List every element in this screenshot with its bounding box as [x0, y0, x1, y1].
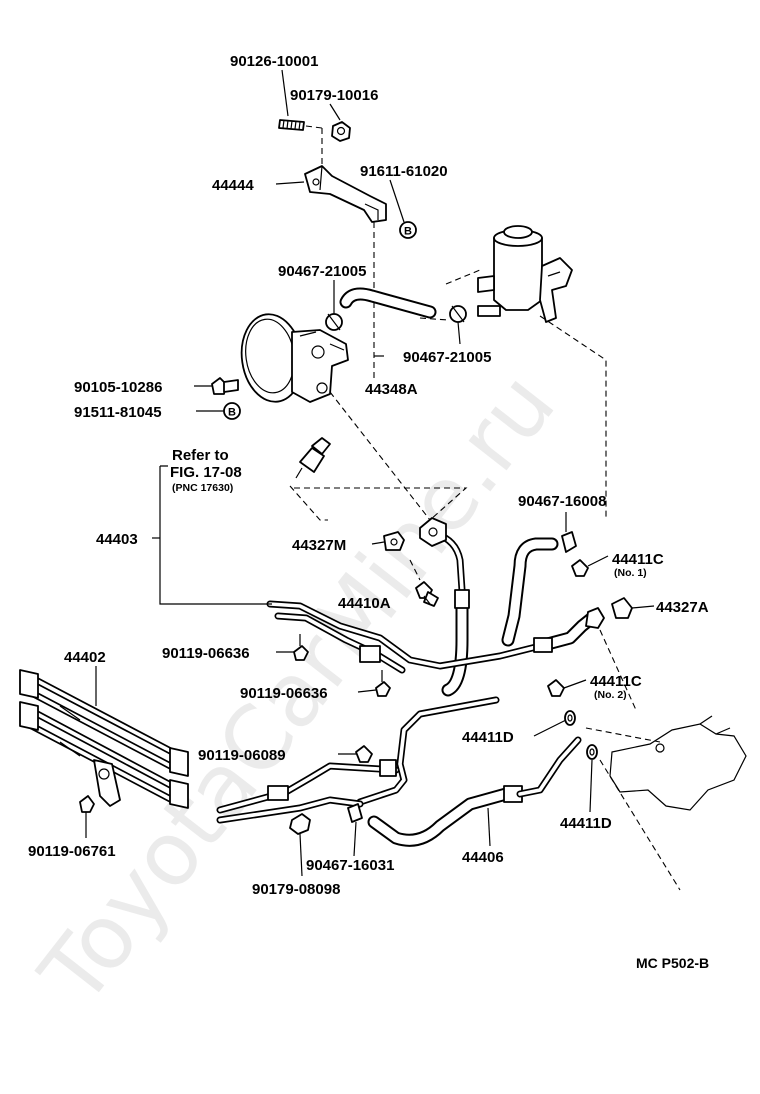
label-90119-06761: 90119-06761: [28, 843, 116, 860]
label-90119-06636-b: 90119-06636: [240, 685, 328, 702]
label-44403: 44403: [96, 531, 138, 548]
nut-icon: [289, 813, 311, 835]
steering-gear-housing-icon: [609, 715, 747, 811]
union-bolt-icon: [547, 679, 565, 697]
hose-clip-icon: [449, 305, 467, 323]
label-44411d-b: 44411D: [560, 815, 612, 832]
label-44411c-no2-note: (No. 2): [594, 689, 627, 701]
nut-icon: [331, 121, 351, 142]
bolt-icon: [355, 745, 373, 763]
label-44411c-no1-note: (No. 1): [614, 567, 647, 579]
label-44410a: 44410A: [338, 595, 391, 612]
label-90467-21005-a: 90467-21005: [278, 263, 366, 280]
label-44327a: 44327A: [656, 599, 709, 616]
label-90467-16031: 90467-16031: [306, 857, 394, 874]
hose-clip-icon: [325, 313, 343, 331]
label-91611-61020: 91611-61020: [360, 163, 448, 180]
union-fitting-icon: [585, 607, 605, 629]
return-hose-icon: [367, 736, 582, 847]
bracket-icon: [304, 165, 387, 223]
reference-line2: FIG. 17-08: [170, 464, 242, 481]
label-90179-10016: 90179-10016: [290, 87, 378, 104]
clamp-icon: [383, 531, 405, 551]
hose-clip-icon: [347, 803, 363, 823]
label-44411c-no1: 44411C: [612, 551, 664, 568]
union-fitting-icon: [419, 517, 447, 547]
pressure-hose-icon: [432, 530, 470, 697]
label-44348a: 44348A: [365, 381, 418, 398]
suction-hose-icon: [339, 287, 437, 319]
label-44444: 44444: [212, 177, 254, 194]
union-bolt-icon: [415, 581, 439, 607]
bolt-icon: [375, 670, 391, 697]
stud-bolt-icon: [278, 119, 305, 131]
reference-line3: (PNC 17630): [172, 482, 233, 494]
label-90105-10286: 90105-10286: [74, 379, 162, 396]
label-44402: 44402: [64, 649, 106, 666]
reference-line1: Refer to: [172, 447, 229, 464]
pressure-switch-icon: [295, 437, 331, 479]
label-44327m: 44327M: [292, 537, 346, 554]
diagram-code: MC P502-B: [636, 955, 709, 971]
label-90126-10001: 90126-10001: [230, 53, 318, 70]
marker-b-icon: B: [223, 402, 241, 420]
hose-clip-icon: [561, 531, 577, 553]
label-44411c-no2: 44411C: [590, 673, 642, 690]
reservoir-tank-icon: [477, 225, 573, 323]
label-90179-08098: 90179-08098: [252, 881, 340, 898]
marker-b-icon: B: [399, 221, 417, 239]
return-tube-icon: [216, 696, 500, 824]
bolt-icon: [79, 795, 95, 826]
leader-lines: [85, 69, 609, 877]
label-90467-21005-b: 90467-21005: [403, 349, 491, 366]
label-90119-06089: 90119-06089: [198, 747, 286, 764]
union-bolt-icon: [571, 559, 589, 577]
svg-text:B: B: [228, 407, 236, 419]
power-steering-pump-icon: [240, 313, 349, 403]
clamp-icon: [611, 597, 655, 619]
gasket-icon: [564, 710, 576, 726]
label-90467-16008: 90467-16008: [518, 493, 606, 510]
bolt-icon: [293, 634, 309, 661]
bolt-icon: [211, 377, 239, 395]
return-hose-icon: [501, 537, 559, 647]
oil-cooler-icon: [19, 669, 189, 809]
svg-text:B: B: [404, 226, 412, 238]
label-44411d-a: 44411D: [462, 729, 514, 746]
label-44406: 44406: [462, 849, 504, 866]
label-90119-06636-a: 90119-06636: [162, 645, 250, 662]
label-91511-81045: 91511-81045: [74, 404, 162, 421]
gasket-icon: [586, 744, 598, 760]
